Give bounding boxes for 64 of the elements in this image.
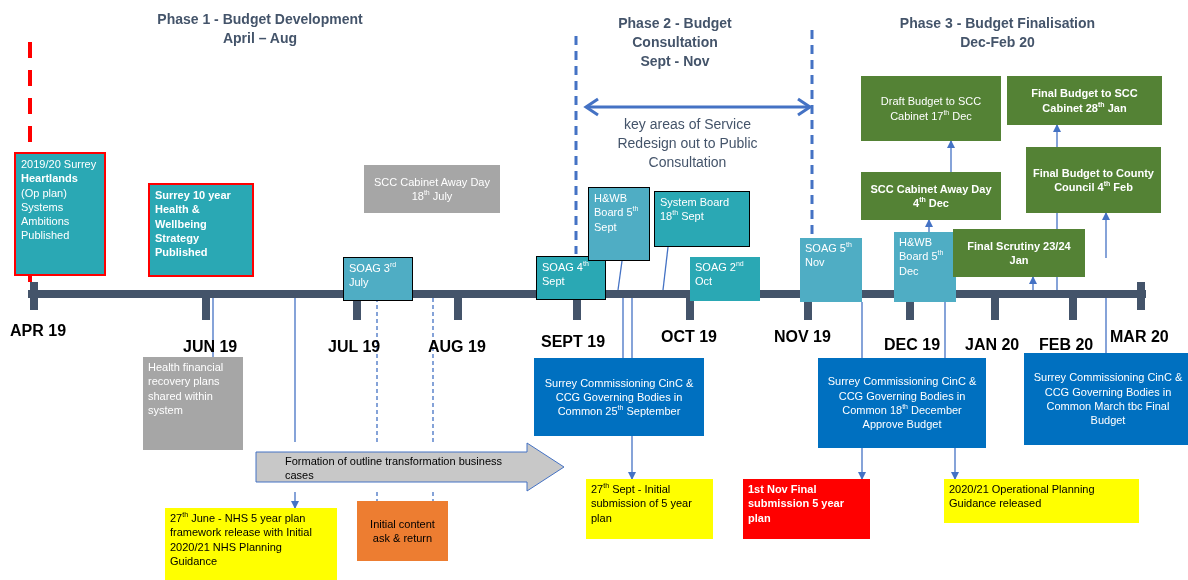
note-box: 1st Nov Final submission 5 year plan (743, 479, 870, 539)
milestone-box: Final Scrutiny 23/24 Jan (953, 229, 1085, 277)
connector-line (432, 491, 434, 502)
timeline-bar (28, 290, 1146, 298)
month-label: SEPT 19 (541, 332, 607, 352)
month-label: DEC 19 (884, 335, 942, 355)
month-label: MAR 20 (1110, 327, 1170, 347)
note-box: 27$^{th}$ Sept - Initial submission of 5 year plan (586, 479, 713, 539)
month-label: APR 19 (10, 321, 68, 341)
connector-line (617, 260, 623, 291)
note-box: 2020/21 Operational Planning Guidance released (944, 479, 1139, 523)
phase-heading: Phase 3 - Budget Finalisation Dec-Feb 20 (898, 14, 1097, 52)
note-box: 27$^{th}$ June - NHS 5 year plan framework release with Initial 2020/21 NHS Planning Guidance (165, 508, 337, 580)
connector-line (944, 301, 946, 359)
connector-line (1056, 276, 1058, 291)
connector-line (291, 491, 299, 509)
milestone-box: SOAG 4$^{th}$ Sept (536, 256, 606, 300)
event-box: SCC Cabinet Away Day 18$^{th}$ July (364, 165, 500, 213)
month-label: JUL 19 (328, 337, 382, 357)
month-label: OCT 19 (661, 327, 718, 347)
month-label: JUN 19 (183, 337, 239, 357)
milestone-box: H&WB Board 5$^{th}$ Sept (588, 187, 650, 261)
milestone-box: System Board 18$^{th}$ Sept (654, 191, 750, 247)
milestone-box: Final Budget to SCC Cabinet 28$^{th}$ Jan (1007, 76, 1162, 125)
connector-line (294, 297, 296, 443)
connector-line (432, 297, 434, 443)
month-label: AUG 19 (428, 337, 487, 357)
connector-line (212, 297, 214, 358)
annotation-text: key areas of Service Redesign out to Public Consultation (616, 115, 759, 172)
month-label: JAN 20 (965, 335, 1021, 355)
process-banner: Formation of outline transformation business cases (255, 442, 565, 492)
milestone-box: Surrey 10 year Health & Wellbeing Strategy Published (148, 183, 254, 277)
phase-heading: Phase 2 - Budget Consultation Sept - Nov (617, 14, 733, 71)
milestone-box: Draft Budget to SCC Cabinet 17$^{th}$ Dec (861, 76, 1001, 141)
connector-line (858, 447, 866, 480)
milestone-box: 2019/20 Surrey Heartlands (Op plan) Systems Ambitions Published (14, 152, 106, 276)
connector-line (376, 491, 378, 502)
milestone-box: SOAG 2$^{nd}$ Oct (690, 257, 760, 301)
milestone-box: H&WB Board 5$^{th}$ Dec (894, 232, 956, 302)
connector-line (628, 435, 636, 480)
milestone-box: Surrey Commissioning CinC & CCG Governing Bodies in Common 18$^{th}$ December Approve Budget (818, 358, 986, 448)
connector-line (622, 297, 624, 359)
milestone-box: SCC Cabinet Away Day 4$^{th}$ Dec (861, 172, 1001, 220)
connector-line (662, 246, 669, 291)
note-box: Health financial recovery plans shared within system (143, 357, 243, 450)
phase-heading: Phase 1 - Budget Development April – Aug (156, 10, 364, 48)
note-box: Initial content ask & return (357, 501, 448, 561)
month-label: FEB 20 (1039, 335, 1095, 355)
connector-line (1053, 124, 1061, 148)
milestone-box: SOAG 5$^{th}$ Nov (800, 238, 862, 302)
milestone-box: SOAG 3$^{rd}$ July (343, 257, 413, 301)
connector-line (925, 219, 933, 233)
connector-line (1105, 297, 1107, 354)
month-label: NOV 19 (774, 327, 832, 347)
connector-line (951, 447, 959, 480)
connector-line (1102, 212, 1110, 259)
connector-line (1056, 212, 1058, 230)
connector-line (1029, 276, 1037, 291)
connector-line (631, 297, 633, 359)
milestone-box: Final Budget to County Council 4$^{th}$ Feb (1026, 147, 1161, 213)
connector-line (861, 301, 863, 359)
milestone-box: Surrey Commissioning CinC & CCG Governing Bodies in Common March tbc Final Budget (1024, 353, 1188, 445)
connector-line (947, 140, 955, 173)
milestone-box: Surrey Commissioning CinC & CCG Governing Bodies in Common 25$^{th}$ September (534, 358, 704, 436)
